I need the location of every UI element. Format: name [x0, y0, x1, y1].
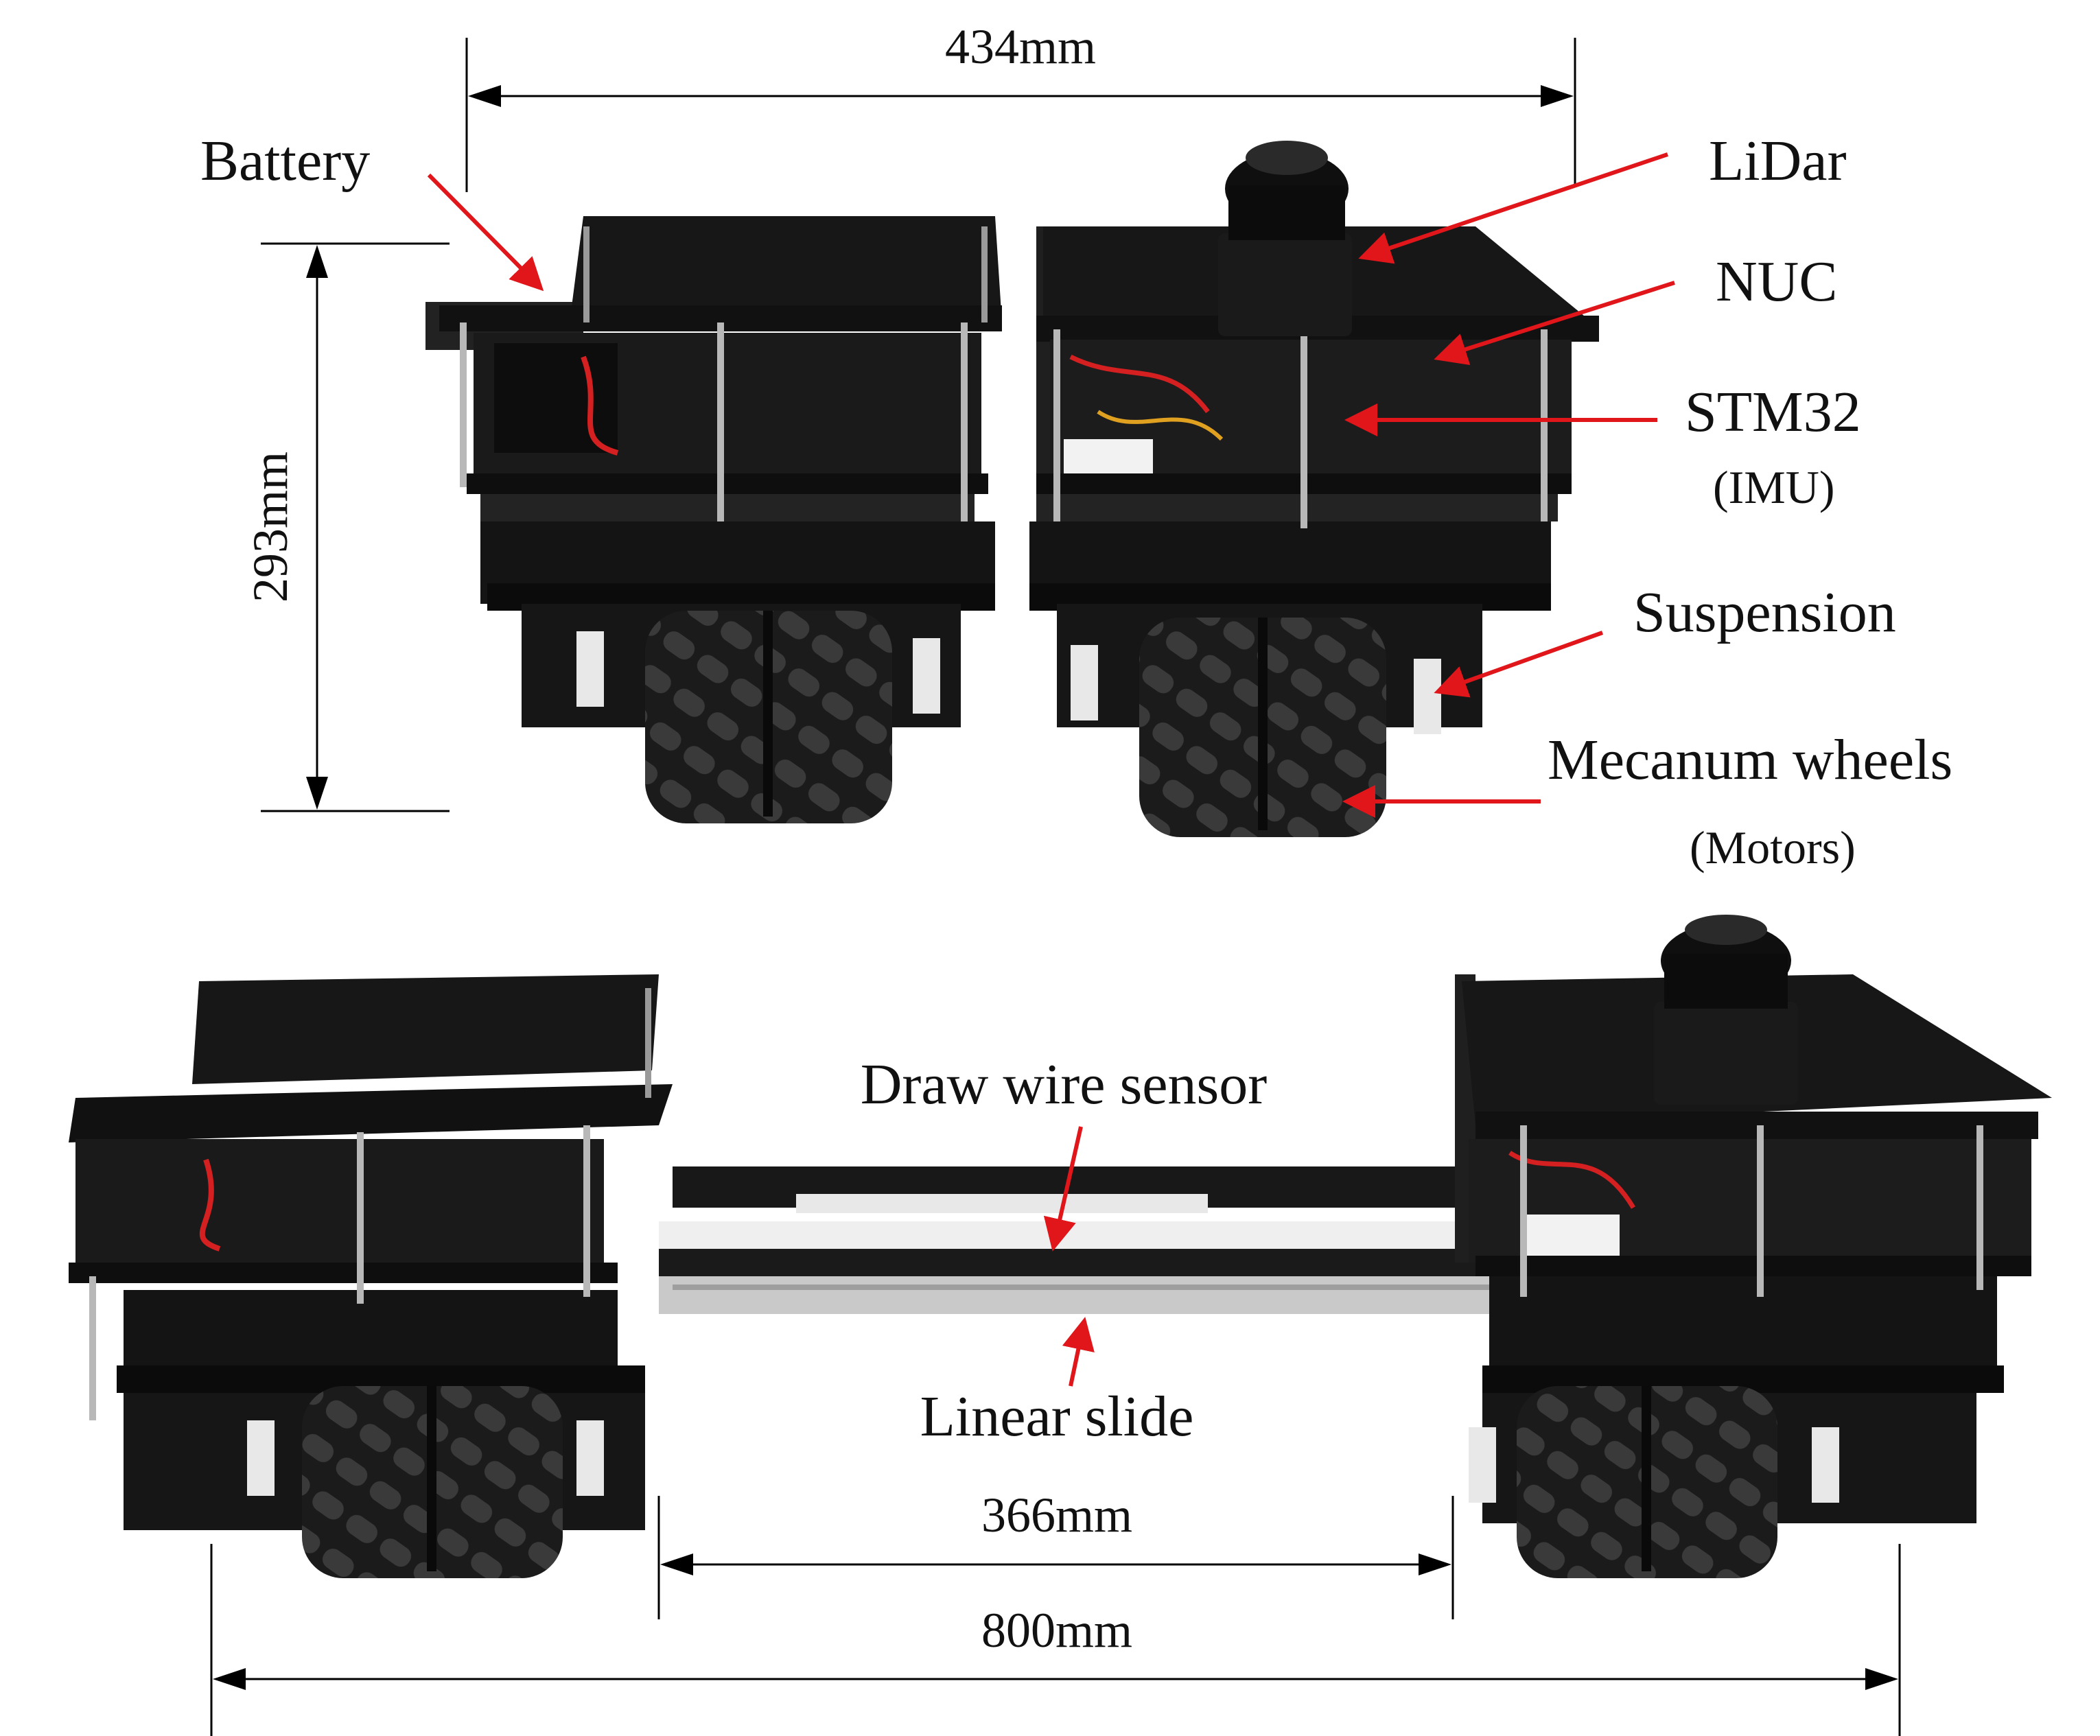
- dimension-bottom-total: 800mm: [210, 1544, 1901, 1736]
- dim-366-text: 366mm: [981, 1488, 1132, 1543]
- dimension-top-height: 293mm: [243, 242, 450, 812]
- dimension-bottom-inner: 366mm: [657, 1488, 1454, 1619]
- dim-293-text: 293mm: [243, 451, 298, 602]
- mecanum-wheel: [1139, 618, 1386, 837]
- mecanum-wheel: [1517, 1386, 1777, 1578]
- lidar-sensor: [1218, 141, 1352, 336]
- label-linear-slide: Linear slide: [920, 1385, 1194, 1448]
- lidar-sensor: [1654, 915, 1798, 1105]
- label-imu: (IMU): [1713, 461, 1835, 513]
- label-lidar: LiDar: [1709, 129, 1847, 193]
- arrow-draw-wire: [1043, 1126, 1083, 1252]
- bottom-robot-assembly: [69, 915, 2052, 1578]
- arrow-battery: [427, 173, 544, 292]
- dim-434-text: 434mm: [945, 19, 1096, 74]
- robot-module-battery: [69, 974, 673, 1578]
- mecanum-wheel: [645, 611, 892, 823]
- mecanum-wheel: [302, 1386, 563, 1578]
- robot-module-lidar: [1455, 915, 2052, 1578]
- dimension-top-width: 434mm: [465, 19, 1576, 192]
- arrow-suspension: [1434, 631, 1604, 698]
- label-motors: (Motors): [1690, 821, 1856, 873]
- dim-800-text: 800mm: [981, 1603, 1132, 1658]
- label-nuc: NUC: [1716, 250, 1837, 314]
- label-stm32: STM32: [1685, 380, 1861, 444]
- arrow-linear-slide: [1062, 1317, 1095, 1387]
- robot-module-lidar: [1029, 141, 1599, 837]
- robot-module-battery: [425, 216, 1002, 823]
- linear-slide-rail: [659, 1166, 1510, 1314]
- arrow-nuc: [1434, 281, 1675, 366]
- label-battery: Battery: [200, 129, 370, 193]
- label-draw-wire: Draw wire sensor: [861, 1053, 1267, 1116]
- arrow-lidar: [1358, 152, 1668, 264]
- label-mecanum: Mecanum wheels: [1548, 728, 1952, 792]
- label-suspension: Suspension: [1633, 580, 1896, 644]
- top-robot-assembly: [425, 141, 1599, 837]
